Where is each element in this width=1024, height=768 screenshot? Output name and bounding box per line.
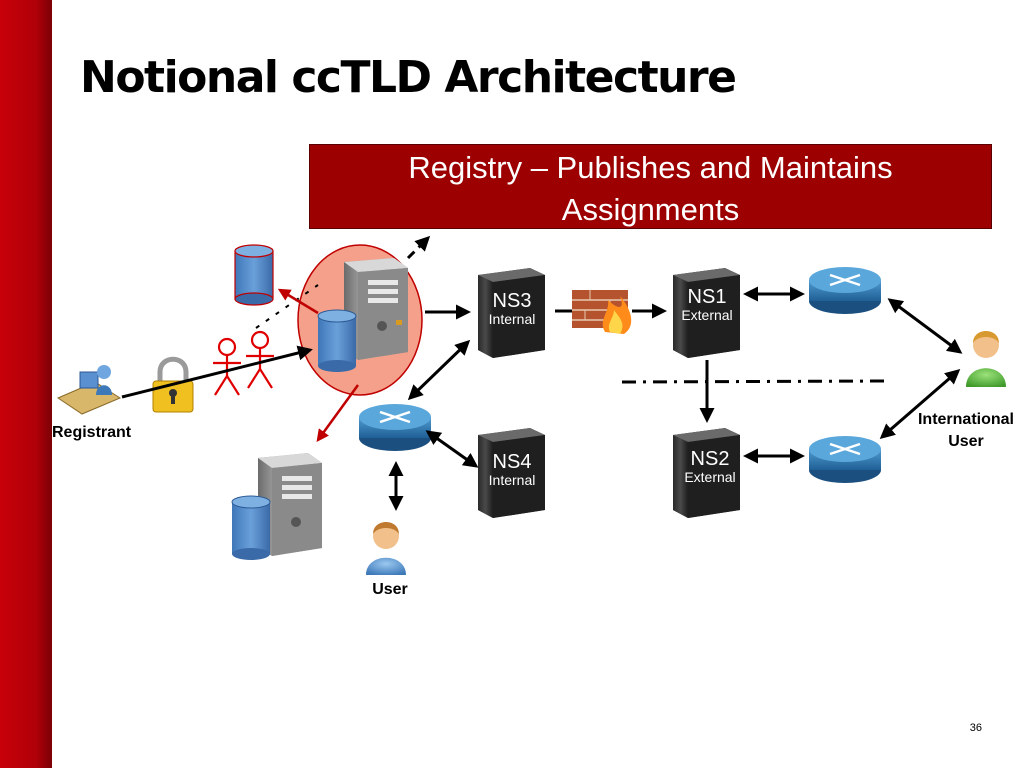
person-icon [966, 331, 1006, 387]
registry-banner-line2: Assignments [561, 192, 740, 227]
workstation-icon [56, 365, 122, 415]
router-icon [809, 436, 881, 483]
international-user-caption: International User [908, 409, 1024, 453]
ns2-role: External [684, 469, 736, 485]
server-icon [258, 453, 322, 556]
registry-to-db-red-arrow [277, 288, 319, 315]
person-icon [366, 522, 406, 575]
router-intl-user-arrow-top [887, 298, 963, 354]
ns4-server-icon [478, 428, 545, 518]
registry-banner-line1: Registry – Publishes and Maintains [408, 150, 893, 185]
ns3-server-icon [478, 268, 545, 358]
router-ns3-arrow [407, 339, 471, 401]
registry-to-backup-red-arrow [316, 384, 360, 443]
registry-banner: Registry – Publishes and Maintains Assig… [309, 144, 992, 229]
ns4-role: Internal [488, 472, 536, 488]
ns1-role: External [681, 307, 733, 323]
router-ns4-arrow [425, 430, 479, 468]
ns3-label: NS3 Internal [480, 291, 544, 326]
database-icon [317, 309, 357, 372]
registry-to-db-dashed-line [255, 284, 319, 329]
user-caption: User [372, 581, 408, 598]
ns2-server-icon [673, 428, 740, 518]
ns1-label: NS1 External [674, 287, 740, 322]
database-icon [231, 495, 271, 560]
slide-title: Notional ccTLD Architecture [80, 52, 737, 103]
ns1-name: NS1 [687, 286, 727, 308]
server-icon [344, 258, 408, 360]
ns1-server-icon [673, 268, 740, 358]
ns4-label: NS4 Internal [480, 452, 544, 487]
router-icon [809, 267, 881, 314]
ns2-label: NS2 External [674, 449, 746, 484]
ns3-name: NS3 [492, 290, 532, 312]
red-sidebar-bar [0, 0, 52, 768]
stick-figure-icon [213, 337, 241, 396]
page-number: 36 [969, 722, 982, 734]
ns4-name: NS4 [492, 451, 532, 473]
international-user-caption-line1: International [917, 411, 1014, 428]
router-intl-user-arrow-bottom [879, 369, 961, 439]
router-icon [359, 404, 431, 451]
ns2-name: NS2 [690, 448, 730, 470]
registrant-caption: Registrant [52, 424, 132, 441]
ns3-role: Internal [488, 311, 536, 327]
database-icon [234, 244, 274, 306]
lock-icon [152, 356, 194, 413]
registrant-to-registry-line [121, 345, 313, 399]
stick-figure-icon [246, 330, 274, 389]
registry-publish-dashed-arrow [406, 235, 431, 260]
firewall-icon [572, 290, 632, 334]
internal-external-boundary [621, 379, 886, 384]
international-user-caption-line2: User [948, 433, 984, 450]
